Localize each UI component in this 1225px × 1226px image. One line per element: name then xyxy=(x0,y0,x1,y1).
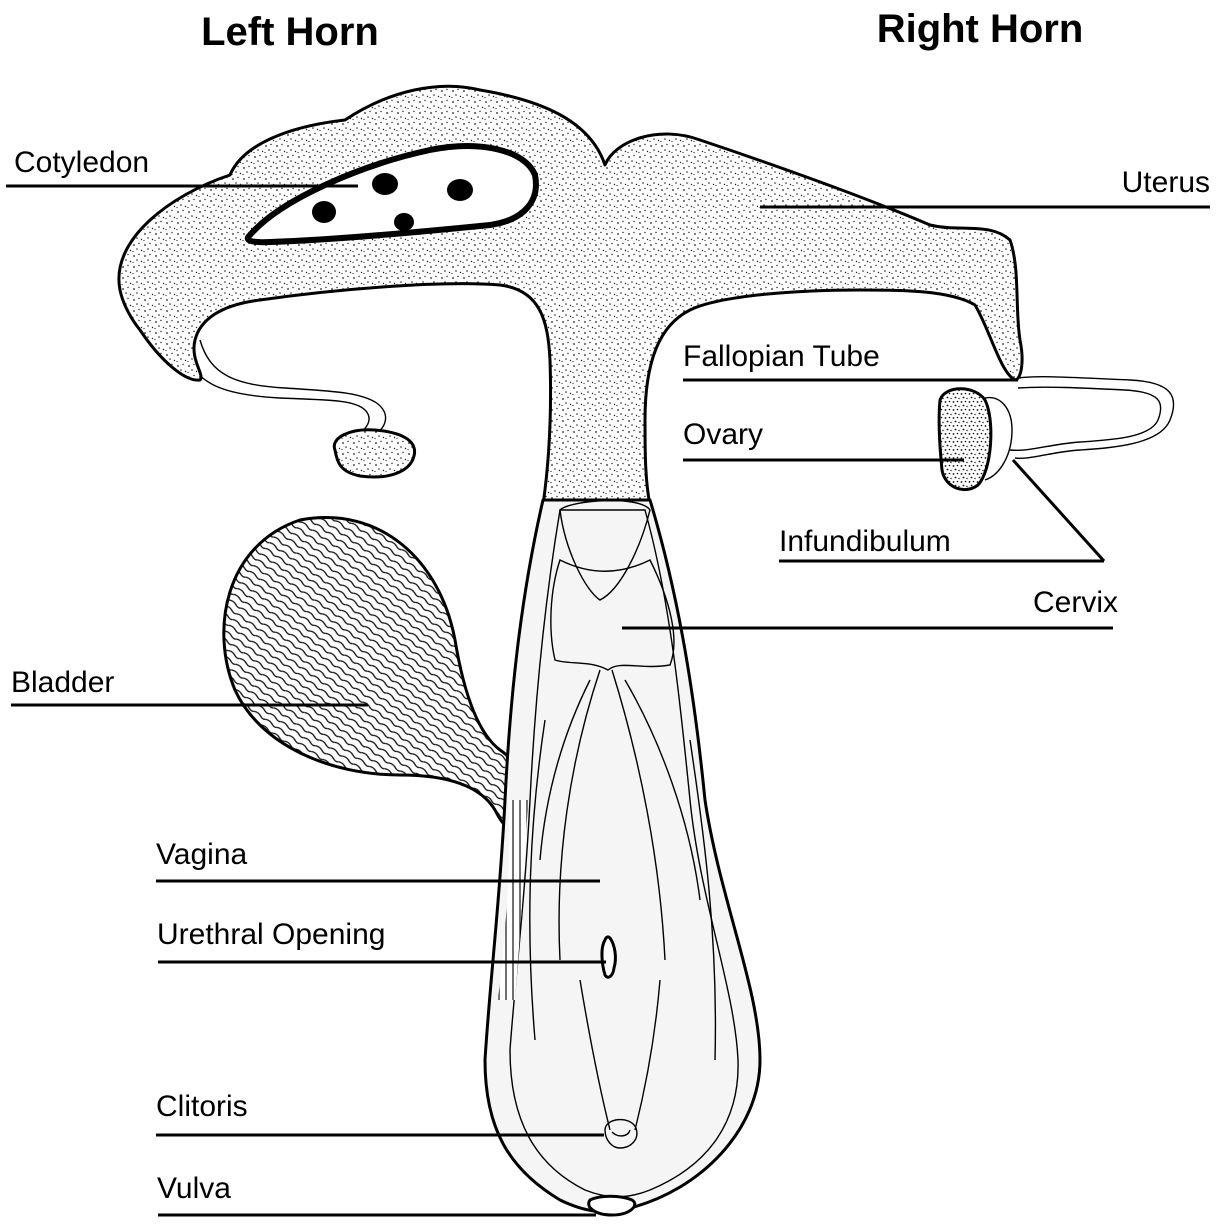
label-cotyledon: Cotyledon xyxy=(14,146,149,179)
label-fallopian-tube: Fallopian Tube xyxy=(683,340,880,373)
cotyledon-node-4 xyxy=(394,213,414,231)
label-uterus: Uterus xyxy=(1122,166,1210,199)
label-bladder: Bladder xyxy=(11,666,114,699)
right-horn-heading: Right Horn xyxy=(877,7,1084,51)
cotyledon-node-3 xyxy=(312,201,336,223)
cotyledon-node-2 xyxy=(447,179,473,201)
urethral-opening xyxy=(602,937,615,977)
bladder xyxy=(224,518,519,832)
label-vulva: Vulva xyxy=(157,1172,231,1205)
vulva xyxy=(589,1196,635,1215)
left-fallopian-tube-lower xyxy=(200,340,386,438)
left-ovary xyxy=(334,430,414,477)
label-urethral-opening: Urethral Opening xyxy=(157,918,385,951)
label-ovary: Ovary xyxy=(683,418,763,451)
cotyledon-node-1 xyxy=(372,173,398,195)
label-cervix: Cervix xyxy=(1033,586,1118,619)
right-ovary xyxy=(939,389,991,490)
left-horn-heading: Left Horn xyxy=(201,10,379,54)
right-fallopian-tube-inner xyxy=(1010,387,1161,450)
label-vagina: Vagina xyxy=(156,838,248,871)
label-clitoris: Clitoris xyxy=(156,1090,248,1123)
label-infundibulum: Infundibulum xyxy=(779,525,951,558)
leader-infundibulum-diagonal xyxy=(1013,460,1104,561)
uterus-body xyxy=(119,86,1022,505)
